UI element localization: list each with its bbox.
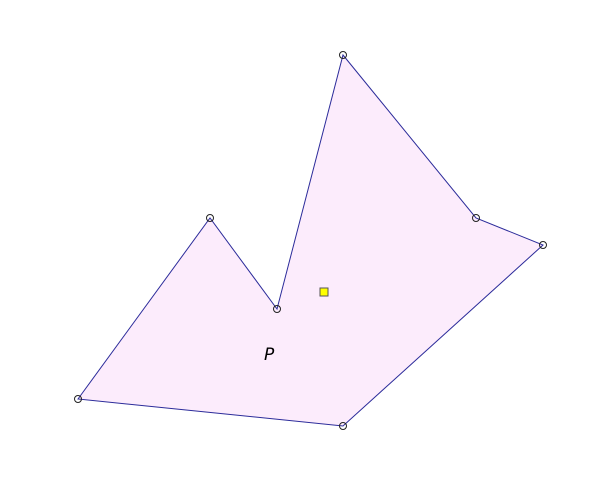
polygon-p [77, 53, 544, 427]
polygon-label: P [264, 345, 275, 365]
vertex-4 [339, 51, 347, 59]
polygon-vertices [74, 51, 547, 430]
vertex-6 [539, 241, 547, 249]
vertex-1 [74, 395, 82, 403]
vertex-7 [339, 422, 347, 430]
vertex-5 [472, 214, 480, 222]
vertex-2 [206, 214, 214, 222]
vertex-3 [273, 305, 281, 313]
query-point-marker [319, 287, 329, 297]
